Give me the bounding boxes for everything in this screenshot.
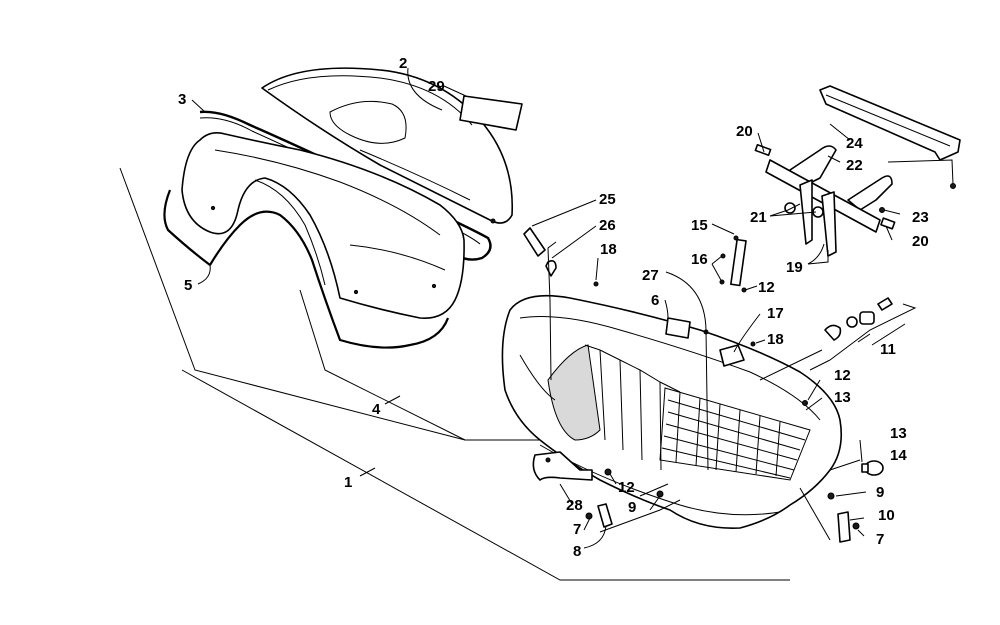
plate-8 [597,503,613,528]
callout-20a: 20 [736,123,753,140]
mount-rail-24 [819,85,961,161]
callout-15: 15 [691,217,708,234]
callout-13b: 13 [890,425,907,442]
trunk-upper-shell [181,132,465,319]
callout-18a: 18 [600,241,617,258]
callout-19: 19 [786,259,803,276]
callout-27: 27 [642,267,659,284]
callout-18b: 18 [767,331,784,348]
decal-6 [665,317,691,339]
callout-28: 28 [566,497,583,514]
callout-17: 17 [767,305,784,322]
strut-15 [730,235,747,293]
bracket-17 [719,344,745,367]
callout-14: 14 [890,447,907,464]
callout-2: 2 [399,55,407,72]
callout-29: 29 [428,78,445,95]
callout-22: 22 [846,157,863,174]
callout-1: 1 [344,474,352,491]
callout-11: 11 [880,341,896,358]
callout-5: 5 [184,277,192,294]
lock-assembly [824,297,893,341]
trunk-lid [261,67,514,224]
callout-26: 26 [599,217,616,234]
callout-labels: 1 2 29 3 4 5 25 26 18 27 6 15 16 12 17 1… [178,55,929,560]
callout-9b: 9 [876,484,884,501]
callout-3: 3 [178,91,186,108]
callout-23: 23 [912,209,929,226]
callout-7b: 7 [876,531,884,548]
knob-14 [861,460,884,476]
callout-7a: 7 [573,521,581,538]
decal-29 [459,95,523,131]
leader-lines [119,67,954,581]
callout-20b: 20 [912,233,929,250]
callout-6: 6 [651,292,659,309]
callout-21: 21 [750,209,767,226]
callout-10: 10 [878,507,895,524]
callout-12c: 12 [618,479,635,496]
callout-13a: 13 [834,389,851,406]
bracket-28 [532,451,593,481]
callout-4: 4 [372,401,381,418]
gasket [163,189,450,349]
tub-grille [659,387,811,481]
plate-10 [837,511,851,543]
callout-12a: 12 [758,279,775,296]
callout-12b: 12 [834,367,851,384]
callout-25: 25 [599,191,616,208]
callout-24: 24 [846,135,863,152]
callout-8: 8 [573,543,581,560]
callout-16: 16 [691,251,708,268]
callout-9a: 9 [628,499,636,516]
bracket-19 [799,179,837,257]
